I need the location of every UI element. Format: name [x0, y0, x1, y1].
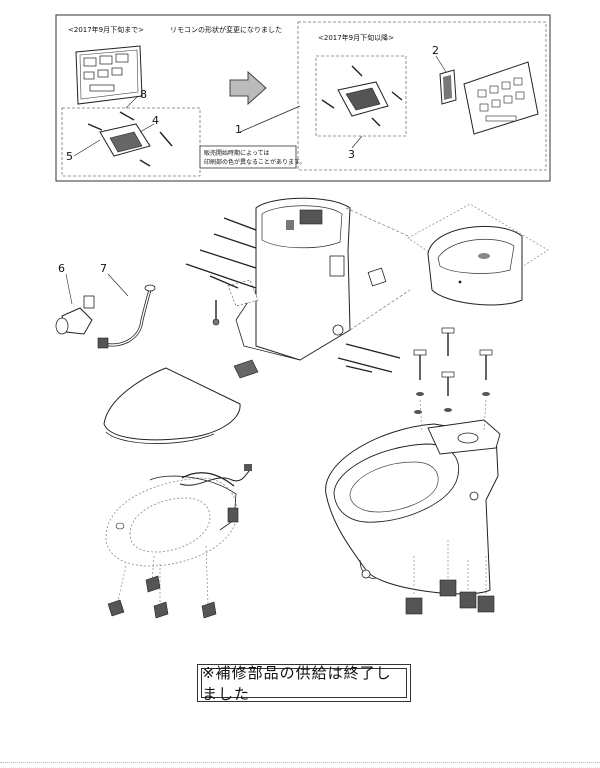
callout-3: 3	[348, 148, 355, 161]
callout-8: 8	[140, 88, 147, 101]
old-remote-label: <2017年9月下旬まで>	[68, 25, 144, 34]
change-arrow-icon	[229, 70, 267, 106]
remote-cover-plate	[439, 69, 457, 105]
callout-6: 6	[58, 262, 65, 275]
bowl-fixing-bolts	[413, 327, 493, 433]
model-note-line2: 印刷部の色が異なることがあります。	[204, 158, 305, 166]
bottom-rule	[0, 762, 600, 763]
mounting-bolts-left	[185, 217, 257, 289]
callout-7: 7	[100, 262, 107, 275]
toilet-bowl	[325, 419, 501, 595]
supply-ended-notice: ※補修部品の供給は終了しました	[197, 664, 411, 703]
mounting-bolts-right	[337, 343, 401, 373]
new-wall-bracket	[321, 65, 403, 127]
callout-2: 2	[432, 44, 439, 57]
new-remote-control	[463, 61, 539, 135]
new-remote-label: <2017年9月下旬以降>	[318, 33, 394, 42]
seat-wiring	[179, 464, 252, 486]
old-remote-control	[75, 45, 143, 105]
remote-change-note: リモコンの形状が変更になりました	[170, 25, 282, 34]
stop-valve	[55, 295, 95, 335]
fixing-clip	[233, 359, 259, 379]
supply-hose	[97, 284, 156, 349]
tank-gasket	[367, 267, 387, 287]
callout-4: 4	[152, 114, 159, 127]
rear-housing-detail	[407, 203, 549, 306]
supply-ended-text: ※補修部品の供給は終了しました	[201, 664, 407, 703]
model-note-line1: 販売開始時期によっては	[204, 149, 269, 157]
old-wall-bracket	[87, 111, 173, 167]
function-unit-body	[227, 197, 351, 361]
callout-5: 5	[66, 150, 73, 163]
remote-change-panel: <2017年9月下旬まで> リモコンの形状が変更になりました	[55, 14, 551, 182]
anchor-screw	[212, 300, 220, 326]
callout-1: 1	[235, 123, 242, 136]
seat-cushion-rubbers	[107, 545, 217, 619]
toilet-seat	[105, 472, 239, 567]
toilet-lid	[103, 367, 241, 444]
bowl-adjuster-feet	[405, 540, 495, 615]
